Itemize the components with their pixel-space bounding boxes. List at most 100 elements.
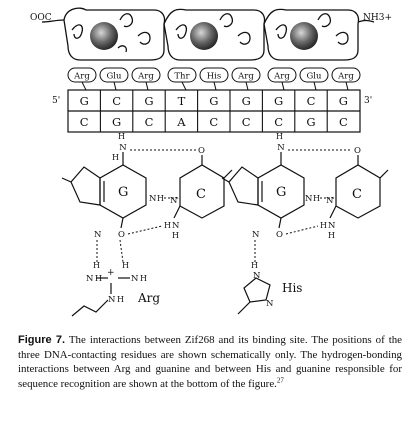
arg-residue-label: Arg [137, 291, 160, 305]
atom-label: + [107, 268, 115, 278]
atom-label: N [172, 221, 180, 231]
residue-tag-1: Arg [67, 67, 97, 83]
atom-label: N [253, 271, 261, 281]
residue-tag-4: Thr [167, 67, 197, 83]
atom-label: H [320, 221, 327, 230]
atom-label: N [266, 299, 274, 309]
zinc-atom-3 [290, 22, 318, 50]
base-top: G [274, 94, 283, 108]
atom-label: H [95, 274, 102, 283]
n-terminus-label: OOC [30, 13, 52, 23]
his-residue-label: His [282, 281, 302, 295]
arginine-side-chain [71, 277, 130, 317]
caption-label: Figure 7. [18, 334, 66, 346]
base-top: G [339, 94, 348, 108]
zinc-atom-2 [190, 22, 218, 50]
atom-label: N [94, 230, 102, 240]
atom-label: N [119, 143, 127, 153]
atom-label: H [276, 132, 283, 141]
dna-duplex: 5' 3' G C G T G G G C G C G C A C C C [52, 89, 372, 133]
atom-label: H [122, 261, 129, 270]
atom-label: H [328, 231, 335, 240]
atom-label: H [157, 194, 164, 203]
hydrogen-bonds-right [254, 149, 352, 262]
residue-label: Arg [237, 72, 254, 82]
atom-label: O [354, 146, 361, 156]
atom-label: N [277, 143, 285, 153]
his-guanine-interaction: G N H N H O N C O N H N H H N N [221, 132, 389, 315]
base-bottom: C [274, 115, 283, 129]
five-prime-label: 5' [52, 96, 60, 106]
atom-label: N [170, 196, 178, 206]
guanine-right-structure [221, 152, 305, 229]
residue-tags: Arg Glu Arg Thr His Arg Arg Glu Arg [67, 67, 361, 83]
bottom-strand: C G C A C C C G C [80, 115, 348, 129]
residue-label: Arg [337, 72, 354, 82]
guanine-left-structure [61, 152, 147, 229]
dna-cell-dividers [99, 90, 328, 132]
atom-label: O [276, 230, 283, 240]
residue-label: Arg [273, 72, 290, 82]
residue-tag-3: Arg [131, 67, 161, 83]
zinc-finger-2 [163, 8, 266, 61]
caption-text: The interactions between Zif268 and its … [18, 334, 402, 390]
atom-label: H [172, 231, 179, 240]
atom-label: H [112, 153, 119, 162]
zinc-atom-1 [90, 22, 118, 50]
base-bottom: C [339, 115, 348, 129]
atom-label: N [86, 274, 94, 284]
residue-tag-8: Glu [299, 67, 329, 83]
residue-label: Glu [307, 72, 323, 82]
guanine-label: G [276, 185, 286, 200]
base-top: G [144, 94, 153, 108]
atom-label: H [140, 274, 147, 283]
figure-caption: Figure 7. The interactions between Zif26… [18, 333, 402, 391]
base-top: G [209, 94, 218, 108]
zif268-figure: OOC NH3+ Arg Glu Arg Thr His Arg Arg Glu… [30, 7, 392, 317]
residue-label: His [207, 72, 222, 82]
base-top: C [307, 94, 316, 108]
atom-label: H [117, 295, 124, 304]
base-bottom: C [80, 115, 89, 129]
residue-label: Arg [73, 72, 90, 82]
atom-label: N [326, 196, 334, 206]
arg-guanine-interaction: G N H H N H O N C O N H N H [61, 132, 233, 317]
atom-label: H [164, 221, 171, 230]
residue-tag-5: His [199, 67, 229, 83]
atom-label: N [305, 194, 313, 204]
base-bottom: G [112, 115, 121, 129]
zinc-finger-1 [63, 7, 166, 61]
tag-connectors [81, 81, 349, 91]
base-bottom: A [176, 115, 186, 129]
residue-tag-7: Arg [267, 67, 297, 83]
atom-label: O [118, 230, 125, 240]
atom-label: N [108, 295, 116, 305]
guanine-label: G [118, 185, 128, 200]
base-top: G [80, 94, 89, 108]
residue-tag-2: Glu [99, 67, 129, 83]
atom-label: N [252, 230, 260, 240]
residue-label: Glu [107, 72, 123, 82]
residue-tag-9: Arg [331, 67, 361, 83]
top-strand: G C G T G G G C G [80, 94, 348, 108]
histidine-side-chain [237, 277, 271, 315]
cytosine-right-structure [329, 155, 389, 219]
base-bottom: C [145, 115, 154, 129]
base-bottom: C [242, 115, 251, 129]
residue-tag-6: Arg [231, 67, 261, 83]
zinc-finger-3 [263, 8, 375, 61]
base-top: G [242, 94, 251, 108]
hydrogen-bonds-left [96, 149, 196, 263]
atom-label: H [93, 261, 100, 270]
atom-label: N [149, 194, 157, 204]
three-prime-label: 3' [364, 96, 372, 106]
atom-label: H [118, 132, 125, 141]
atom-label: N [131, 274, 139, 284]
atom-label: H [313, 194, 320, 203]
base-top: C [112, 94, 121, 108]
atom-label: O [198, 146, 205, 156]
cytosine-label: C [196, 187, 206, 202]
caption-ref: 27 [276, 376, 284, 385]
atom-label: H [251, 261, 258, 270]
base-top: T [178, 94, 186, 108]
